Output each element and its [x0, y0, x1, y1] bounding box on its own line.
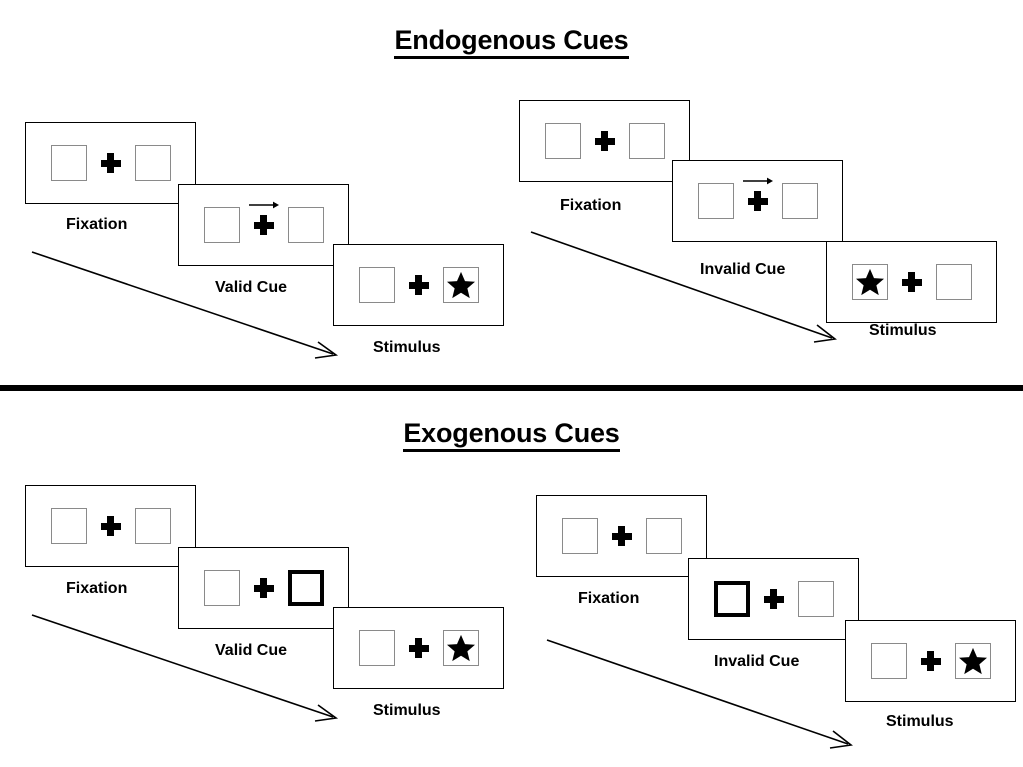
frame-endogenous-valid-fixation	[25, 122, 196, 204]
label-endogenous-invalid-fixation: Fixation	[560, 197, 622, 214]
frame-exogenous-valid-stimulus	[333, 607, 504, 689]
placeholder-box-right	[442, 630, 479, 666]
frame-endogenous-valid-stimulus	[333, 244, 504, 326]
placeholder-box-right	[935, 264, 972, 300]
fixation-cross-icon	[763, 589, 784, 609]
placeholder-box-right	[645, 518, 682, 554]
frame-content	[713, 581, 834, 617]
placeholder-box-left	[50, 508, 87, 544]
label-exogenous-valid-stimulus: Stimulus	[373, 702, 441, 719]
placeholder-box-left	[851, 264, 888, 300]
fixation-cross-icon	[408, 638, 429, 658]
frame-endogenous-invalid-stimulus	[826, 241, 997, 323]
frame-exogenous-invalid-cue	[688, 558, 859, 640]
star-target-icon	[855, 268, 884, 296]
frame-content	[358, 630, 479, 666]
label-exogenous-valid-fixation: Fixation	[66, 580, 128, 597]
frame-content	[203, 201, 324, 243]
label-exogenous-invalid-stimulus: Stimulus	[886, 713, 954, 730]
placeholder-box-right	[781, 183, 818, 219]
label-exogenous-valid-cue: Valid Cue	[215, 642, 288, 659]
section-title-endogenous-text: Endogenous Cues	[394, 25, 629, 59]
placeholder-box-right	[287, 207, 324, 243]
star-target-icon	[958, 647, 987, 675]
label-endogenous-valid-stimulus: Stimulus	[373, 339, 441, 356]
frame-content	[544, 123, 665, 159]
placeholder-box-left	[870, 643, 907, 679]
placeholder-box-right	[628, 123, 665, 159]
placeholder-box-left	[358, 267, 395, 303]
frame-endogenous-invalid-cue	[672, 160, 843, 242]
star-target-icon	[446, 634, 475, 662]
frame-content	[50, 145, 171, 181]
placeholder-box-left	[697, 183, 734, 219]
placeholder-box-right	[134, 145, 171, 181]
fixation-cross-icon	[253, 578, 274, 598]
frame-content	[697, 177, 818, 219]
placeholder-box-right	[134, 508, 171, 544]
fixation-cross-icon	[901, 272, 922, 292]
placeholder-box-left	[203, 570, 240, 606]
frame-exogenous-valid-fixation	[25, 485, 196, 567]
placeholder-box-left-cued	[713, 581, 750, 617]
placeholder-box-right	[954, 643, 991, 679]
label-endogenous-valid-fixation: Fixation	[66, 216, 128, 233]
label-endogenous-invalid-stimulus: Stimulus	[869, 322, 937, 339]
fixation-cross-icon	[742, 177, 773, 211]
placeholder-box-left	[544, 123, 581, 159]
star-target-icon	[446, 271, 475, 299]
fixation-cross-icon	[408, 275, 429, 295]
frame-content	[561, 518, 682, 554]
placeholder-box-right	[797, 581, 834, 617]
section-title-endogenous: Endogenous Cues	[0, 25, 1023, 59]
frame-endogenous-valid-cue	[178, 184, 349, 266]
placeholder-box-left	[561, 518, 598, 554]
frame-exogenous-invalid-stimulus	[845, 620, 1016, 702]
placeholder-box-left	[203, 207, 240, 243]
frame-content	[358, 267, 479, 303]
frame-content	[851, 264, 972, 300]
fixation-cross-icon	[594, 131, 615, 151]
fixation-cross-icon	[248, 201, 279, 235]
label-exogenous-invalid-fixation: Fixation	[578, 590, 640, 607]
fixation-cross-icon	[100, 516, 121, 536]
placeholder-box-right	[442, 267, 479, 303]
label-endogenous-invalid-cue: Invalid Cue	[700, 261, 786, 278]
arrow-right-cue-icon	[742, 177, 773, 185]
label-endogenous-valid-cue: Valid Cue	[215, 279, 288, 296]
section-divider	[0, 385, 1023, 391]
frame-exogenous-valid-cue	[178, 547, 349, 629]
label-exogenous-invalid-cue: Invalid Cue	[714, 653, 800, 670]
frame-content	[870, 643, 991, 679]
arrow-right-cue-icon	[248, 201, 279, 209]
section-title-exogenous-text: Exogenous Cues	[403, 418, 620, 452]
section-title-exogenous: Exogenous Cues	[0, 418, 1023, 452]
fixation-cross-icon	[100, 153, 121, 173]
frame-exogenous-invalid-fixation	[536, 495, 707, 577]
placeholder-box-right-cued	[287, 570, 324, 606]
fixation-cross-icon	[611, 526, 632, 546]
frame-endogenous-invalid-fixation	[519, 100, 690, 182]
frame-content	[203, 570, 324, 606]
frame-content	[50, 508, 171, 544]
fixation-cross-icon	[920, 651, 941, 671]
placeholder-box-left	[358, 630, 395, 666]
time-flow-arrow-endogenous-invalid	[530, 231, 837, 343]
placeholder-box-left	[50, 145, 87, 181]
time-flow-arrow-exogenous-invalid	[546, 639, 853, 749]
